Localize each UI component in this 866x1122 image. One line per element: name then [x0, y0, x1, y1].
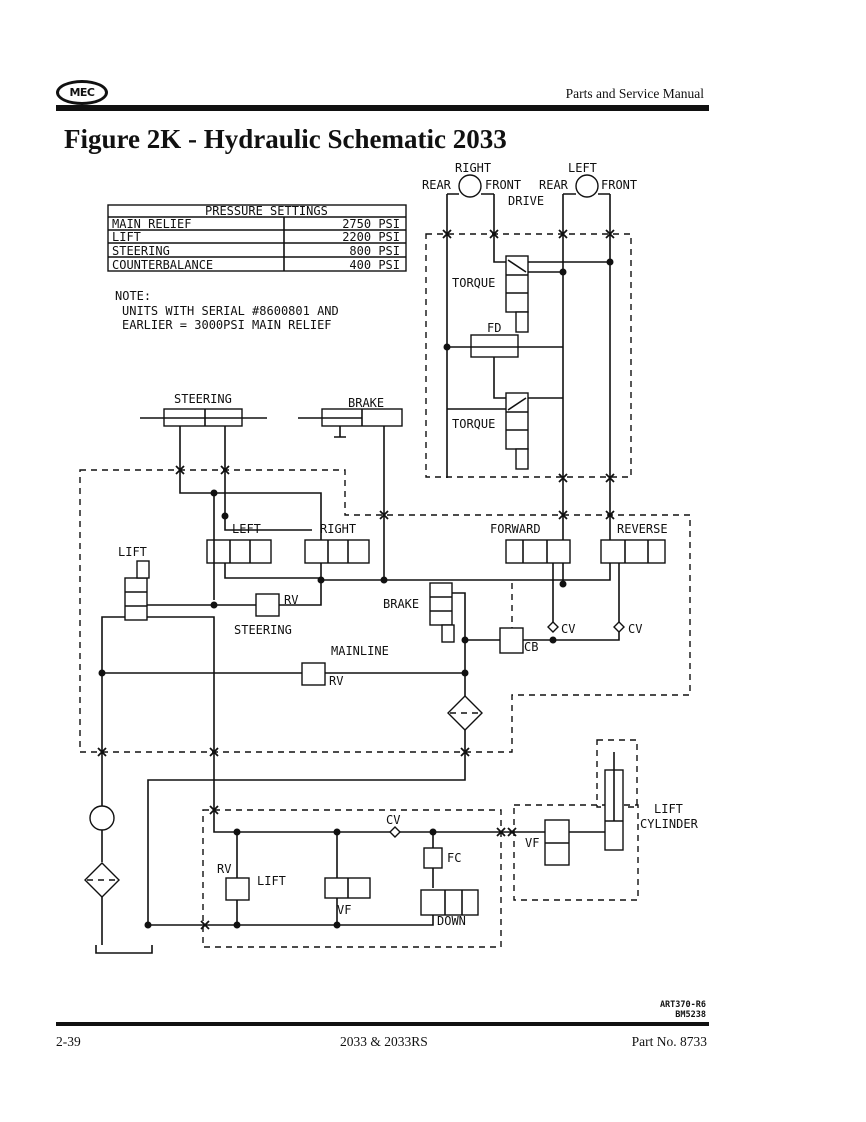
model-name: 2033 & 2033RS [340, 1034, 428, 1049]
label-rear-left: REAR [539, 178, 569, 192]
left-drive-motor-icon [575, 174, 599, 198]
label-cb: CB [524, 640, 538, 654]
row-name: STEERING [112, 244, 170, 258]
return-filter [147, 695, 483, 925]
check-valve-icon [547, 621, 559, 633]
check-valve-icon [389, 826, 401, 838]
steering-valve-left: LEFT [206, 493, 321, 600]
label-cv-1: CV [561, 622, 575, 636]
page-number: 2-39 [56, 1034, 81, 1049]
drawing-code-line-2: BM5238 [675, 1010, 706, 1020]
footer-rule [56, 1022, 709, 1026]
label-torque-1: TORQUE [452, 276, 495, 290]
mainline-relief-valve: MAINLINE RV [98, 644, 465, 688]
row-name: MAIN RELIEF [112, 217, 191, 231]
steering-cylinder: STEERING [140, 392, 322, 580]
forward-valve: FORWARD [490, 478, 571, 627]
label-down: DOWN [437, 914, 466, 928]
drive-manifold-boundary [425, 233, 632, 478]
lift-cylinder-manifold-boundary [513, 804, 639, 901]
label-vf-1: VF [337, 903, 351, 917]
label-cv-lift: CV [386, 813, 400, 827]
pressure-settings-table: PRESSURE SETTINGS MAIN RELIEF 2750 PSI L… [107, 204, 407, 272]
label-steering-cyl: STEERING [174, 392, 232, 406]
label-torque-2: TORQUE [452, 417, 495, 431]
lift-manifold: CV RV LIFT VF FC DOWN [205, 752, 508, 929]
label-front-right: FRONT [485, 178, 521, 192]
label-mainline: MAINLINE [331, 644, 389, 658]
note-line-1: UNITS WITH SERIAL #8600801 AND [122, 304, 339, 318]
lift-manifold-boundary [202, 809, 502, 948]
row-value: 2750 PSI [342, 217, 400, 231]
note-line-2: EARLIER = 3000PSI MAIN RELIEF [122, 318, 332, 332]
label-brake-cyl: BRAKE [348, 396, 384, 410]
flow-control-icon [423, 847, 443, 869]
label-vf-2: VF [525, 836, 539, 850]
label-fd: FD [487, 321, 501, 335]
logo-text: MEC [69, 86, 95, 99]
brake-cylinder: BRAKE [298, 396, 403, 580]
label-cv-2: CV [628, 622, 642, 636]
counterbalance-valve: CB CV CV [465, 583, 642, 654]
check-valve-icon [613, 621, 625, 633]
label-right: RIGHT [455, 161, 491, 175]
port-markers [97, 229, 615, 930]
row-name: COUNTERBALANCE [112, 258, 213, 272]
label-drive: DRIVE [508, 194, 544, 208]
label-rv-lift: RV [217, 862, 231, 876]
pump-and-tank [84, 752, 205, 954]
table-title: PRESSURE SETTINGS [205, 204, 328, 218]
drawing-code: ART370-R6 BM5238 [660, 1000, 706, 1020]
mec-logo: MEC [56, 80, 108, 105]
lift-valve: LIFT [101, 545, 259, 752]
torque-valve-2: TORQUE [447, 392, 563, 470]
row-value: 2200 PSI [342, 230, 400, 244]
label-lift-valve: LIFT [118, 545, 147, 559]
table-border [107, 204, 407, 272]
label-lift-rv: LIFT [257, 874, 286, 888]
torque-valve-1: TORQUE [452, 255, 614, 333]
row-value: 400 PSI [349, 258, 400, 272]
label-lift-cyl-2: CYLINDER [640, 817, 699, 831]
label-forward: FORWARD [490, 522, 541, 536]
part-number: Part No. 8733 [631, 1034, 707, 1049]
main-manifold-boundary [79, 469, 691, 753]
label-left: LEFT [568, 161, 597, 175]
manual-title: Parts and Service Manual [565, 86, 704, 101]
figure-title: Figure 2K - Hydraulic Schematic 2033 [64, 124, 507, 154]
label-lift-cyl-1: LIFT [654, 802, 683, 816]
reverse-valve: REVERSE [556, 478, 668, 641]
label-brake-valve: BRAKE [383, 597, 419, 611]
lift-cylinder: VF LIFT CYLINDER [508, 752, 699, 866]
drive-motors: RIGHT LEFT REAR FRONT REAR FRONT DRIVE [422, 161, 637, 478]
header-rule [56, 105, 709, 111]
brake-valve: BRAKE [383, 582, 469, 698]
pump-icon [89, 805, 115, 831]
label-rv-mainline: RV [329, 674, 343, 688]
label-fc: FC [447, 851, 461, 865]
label-front-left: FRONT [601, 178, 637, 192]
steering-valve-right: RIGHT [304, 522, 370, 564]
drawing-code-line-1: ART370-R6 [659, 1000, 706, 1010]
flow-divider: FD [443, 321, 563, 399]
label-reverse: REVERSE [617, 522, 668, 536]
steering-relief-valve: RV STEERING [234, 580, 322, 637]
label-steering-rv: STEERING [234, 623, 292, 637]
label-steer-right: RIGHT [320, 522, 356, 536]
label-steer-left: LEFT [232, 522, 261, 536]
label-rv-steering: RV [284, 593, 298, 607]
right-drive-motor-icon [458, 174, 482, 198]
row-value: 800 PSI [349, 244, 400, 258]
note-label: NOTE: [115, 289, 151, 303]
label-rear-right: REAR [422, 178, 452, 192]
row-name: LIFT [112, 230, 141, 244]
